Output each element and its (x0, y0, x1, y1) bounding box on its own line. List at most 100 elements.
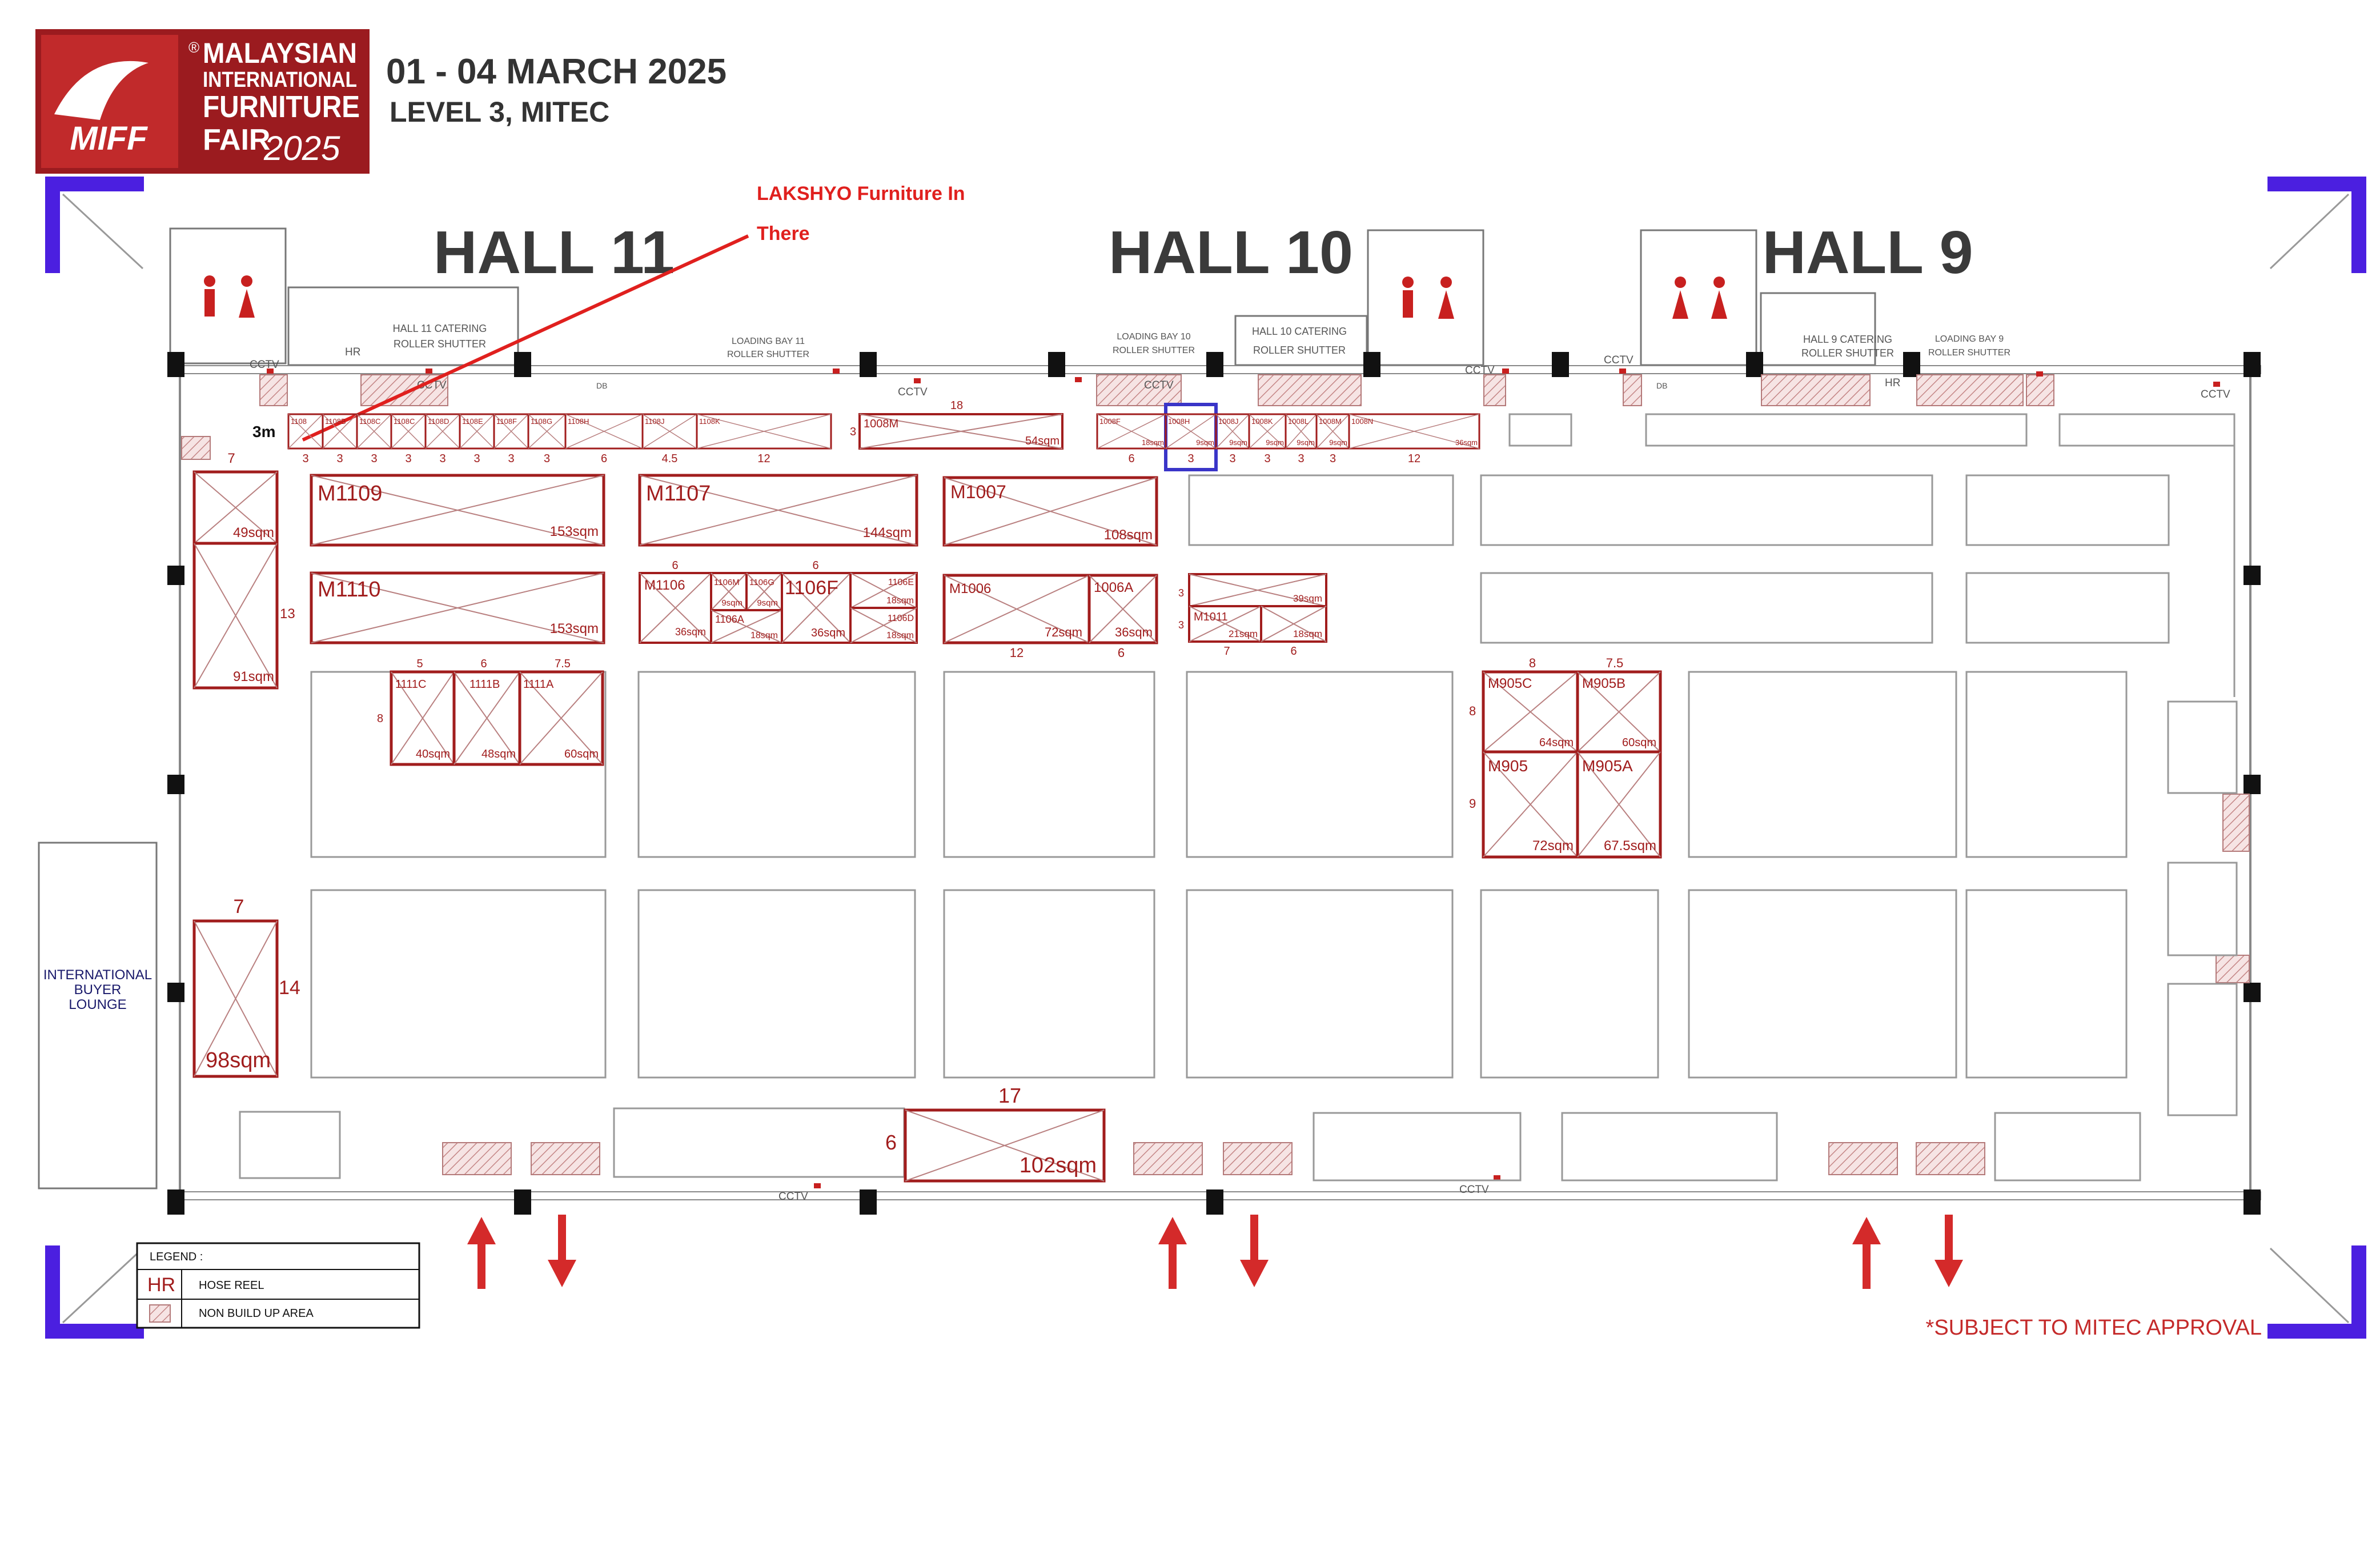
booth-1106e[interactable]: 1106E 18sqm (849, 572, 918, 609)
event-venue: LEVEL 3, MITEC (390, 96, 609, 128)
logo-swoosh-icon (54, 61, 149, 120)
toilet-block-hall-9 (1640, 229, 1757, 366)
booth-code: M1011 (1194, 611, 1228, 623)
booth-code: M905C (1488, 676, 1532, 691)
loading-bay-11: LOADING BAY 11 ROLLER SHUTTER (727, 337, 809, 359)
booth-width: 3 (1229, 452, 1235, 465)
booth-area: 108sqm (1104, 527, 1153, 543)
booth-left-91sqm[interactable]: 91sqm 13 (192, 542, 295, 690)
booth-area: 72sqm (1532, 838, 1574, 854)
booth-1106f[interactable]: 1106F 36sqm 6 (781, 559, 852, 644)
booth-1108b[interactable]: 1108B 3 (322, 413, 358, 465)
booth-1011-right[interactable]: 18sqm 6 (1260, 605, 1327, 658)
booth-1106a[interactable]: 1106A 18sqm (710, 609, 783, 644)
booth-left-49sqm[interactable]: 49sqm 7 (192, 451, 279, 545)
booth-1106d[interactable]: 1106D 18sqm (849, 607, 918, 644)
booth-1106m[interactable]: 1106M 9sqm (710, 572, 748, 611)
booth-m1007[interactable]: M1007 108sqm (942, 476, 1158, 547)
booth-1106g[interactable]: 1106G 9sqm (745, 572, 783, 611)
booth-code: 1008M (1319, 417, 1342, 426)
cctv-label: CCTV (1604, 354, 1634, 366)
booth-code: M905B (1582, 676, 1626, 691)
booth-area: 9sqm (1329, 438, 1347, 447)
booth-area: 9sqm (1229, 438, 1247, 447)
booth-m1006[interactable]: M1006 72sqm 12 (942, 574, 1091, 660)
booth-area: 49sqm (233, 525, 274, 540)
booth-1008m[interactable]: 1008M 54sqm 18 3 (850, 399, 1063, 450)
booth-m1110[interactable]: M1110 153sqm (310, 571, 605, 644)
booth-1006a[interactable]: 1006A 36sqm 6 (1087, 574, 1158, 660)
booth-1111a[interactable]: 1111A 60sqm 7.5 (518, 658, 604, 766)
db-label: DB (1656, 381, 1667, 390)
booth-code: 1108B (325, 417, 346, 426)
booth-m1109[interactable]: M1109 153sqm (310, 474, 605, 547)
booth-code: M905A (1582, 757, 1633, 775)
booth-code: M1006 (949, 581, 991, 596)
service-label: HALL 9 CATERING (1803, 334, 1892, 345)
booth-1111c[interactable]: 1111C 40sqm 5 8 (377, 658, 456, 766)
service-label: LOADING BAY 10 (1117, 332, 1190, 342)
booth-m905[interactable]: M905 72sqm 9 (1469, 750, 1579, 859)
booth-width: 4.5 (662, 452, 678, 465)
booth-code: 1108G (531, 417, 552, 426)
booth-code: 1108H (568, 417, 589, 426)
booth-m1011[interactable]: M1011 21sqm 7 3 (1178, 605, 1262, 658)
booth-code: 1106G (749, 578, 774, 587)
booth-code: 1111A (523, 678, 554, 691)
booth-width: 3 (371, 452, 377, 465)
booth-area: 36sqm (675, 626, 706, 638)
booth-code: 1008H (1168, 417, 1190, 426)
cctv-label: CCTV (1465, 365, 1495, 377)
booth-code: 1108D (428, 417, 449, 426)
booth-width: 7.5 (555, 658, 571, 670)
annotation-pointer-line (302, 234, 749, 442)
booth-code: 1008F (1099, 417, 1121, 426)
booth-bottom-102sqm[interactable]: 102sqm 17 6 (885, 1084, 1106, 1183)
booth-area: 9sqm (757, 598, 778, 608)
booth-m905b[interactable]: M905B 60sqm 7.5 (1576, 656, 1662, 754)
booth-area: 54sqm (1025, 435, 1059, 447)
booth-left-98sqm[interactable]: 98sqm 7 14 (192, 896, 300, 1078)
international-buyer-lounge[interactable]: INTERNATIONAL BUYER LOUNGE (38, 842, 158, 1189)
logo-line-2: INTERNATIONAL (203, 68, 357, 92)
booth-area: 36sqm (811, 627, 845, 639)
legend-hr-symbol: HR (147, 1274, 175, 1296)
booth-code: 1106F (785, 577, 838, 599)
booth-1111b[interactable]: 1111B 48sqm 6 (452, 658, 521, 766)
booth-area: 72sqm (1045, 625, 1082, 639)
booth-code: 1008J (1218, 417, 1238, 426)
booth-m905a[interactable]: M905A 67.5sqm (1576, 750, 1662, 859)
lounge-line-1: INTERNATIONAL (43, 967, 152, 983)
booth-1008m[interactable]: 1008M 9sqm 3 (1315, 413, 1350, 465)
event-dates: 01 - 04 MARCH 2025 (386, 52, 727, 91)
booth-width: 3 (1298, 452, 1304, 465)
booth-width: 3 (1330, 452, 1336, 465)
booth-1008j[interactable]: 1008J 9sqm 3 (1215, 413, 1250, 465)
booth-code: 1108 (291, 417, 307, 426)
booth-area: 18sqm (1293, 628, 1322, 639)
booth-code: 1106D (888, 614, 914, 623)
booth-m1107[interactable]: M1107 144sqm (638, 474, 918, 547)
booth-width: 6 (672, 559, 678, 572)
booth-m905c[interactable]: M905C 64sqm 8 8 (1469, 656, 1579, 754)
booth-m1106[interactable]: M1106 36sqm 6 (639, 559, 712, 644)
booth-width: 18 (950, 399, 963, 412)
booth-width: 12 (757, 452, 770, 465)
booth-code: 1106E (888, 578, 914, 587)
booth-1011-top[interactable]: 39sqm 3 (1178, 573, 1327, 607)
booth-width: 3 (336, 452, 343, 465)
